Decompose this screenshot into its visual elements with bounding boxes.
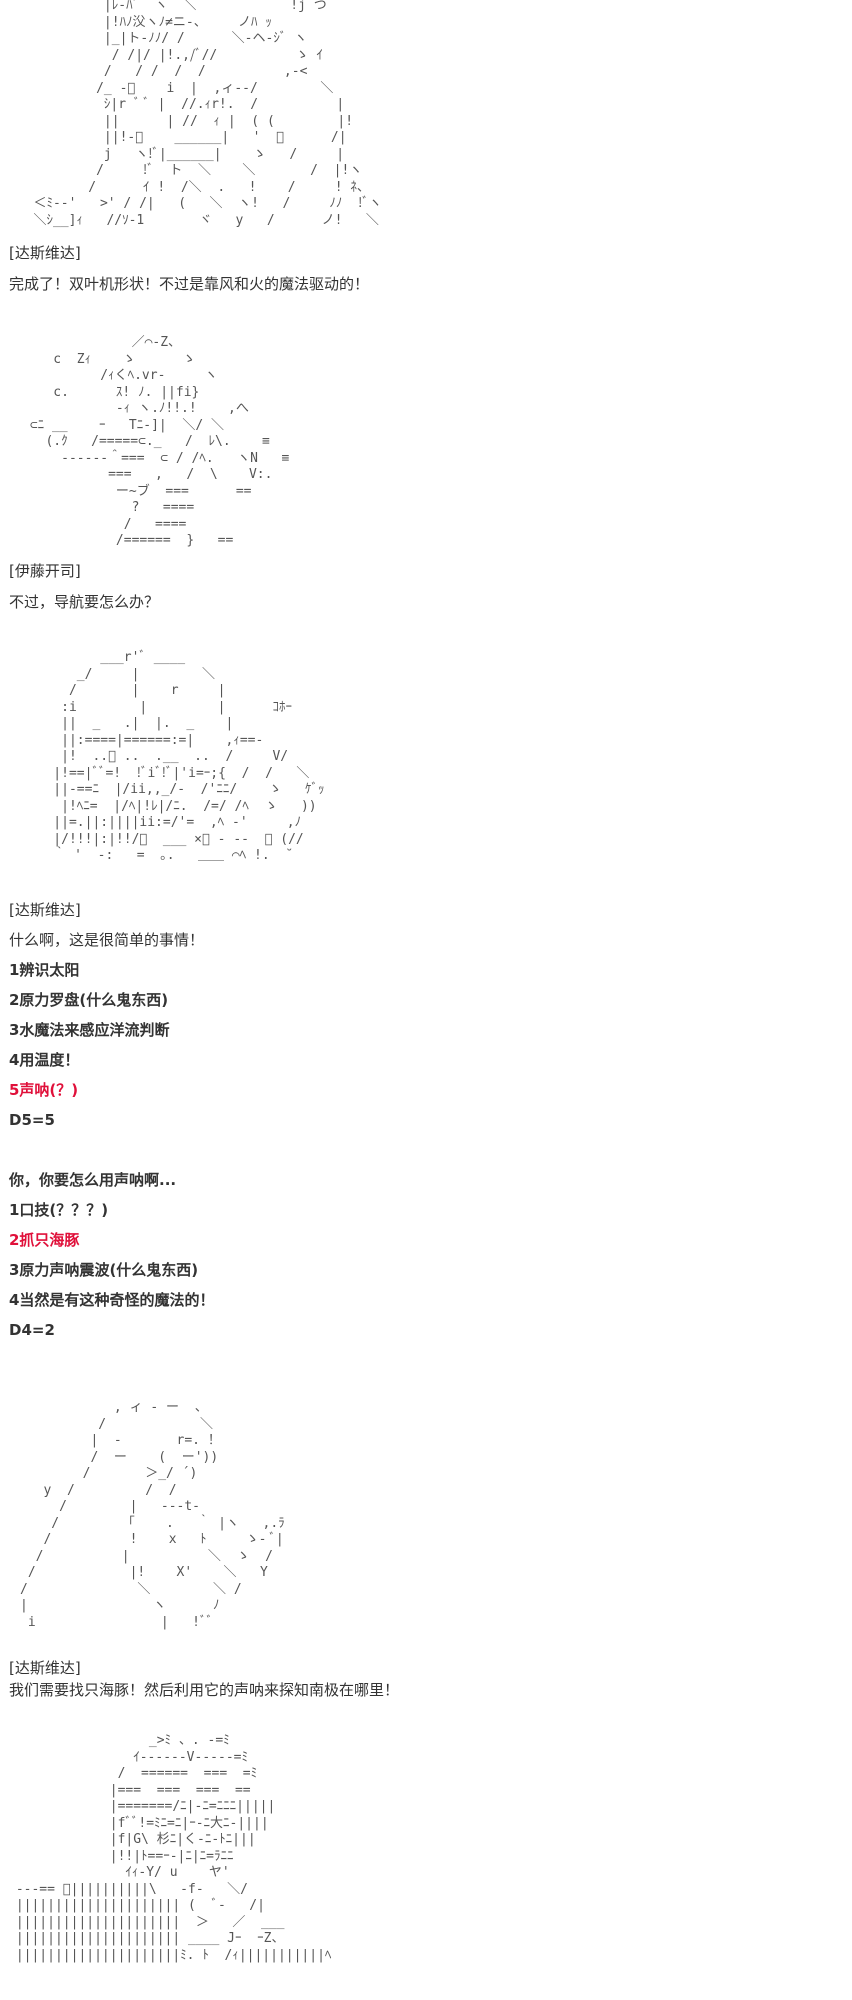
option: 1口技(？？？) [9, 1201, 109, 1219]
dice-roll: D4=2 [9, 1321, 55, 1339]
option: 3水魔法来感应洋流判断 [9, 1021, 170, 1039]
option: 4当然是有这种奇怪的魔法的！ [9, 1291, 215, 1309]
speaker-label: [达斯维达] [9, 244, 81, 262]
post-text: 什么啊，这是很简单的事情！ [9, 931, 205, 949]
post-text: 完成了！双叶机形状！不过是靠风和火的魔法驱动的！ [9, 275, 370, 293]
speaker-label: [达斯维达] [9, 901, 81, 919]
ascii-art-5: _>ﾐ 、. -=ﾐ ｲ------V-----=ﾐ / ====== === … [15, 1733, 332, 1963]
post-text: 不过，导航要怎么办？ [9, 593, 160, 611]
option: 3原力声呐震波(什么鬼东西) [9, 1261, 199, 1279]
option: 1辨识太阳 [9, 961, 80, 979]
option: 2原力罗盘(什么鬼东西) [9, 991, 169, 1009]
ascii-art-2: ／⌒-Z、 c Zｨ ゝ ゝ /ｨくﾍ.vr- ヽ c. ｽ! ﾉ. ||fi}… [29, 335, 290, 548]
dice-roll: D5=5 [9, 1111, 55, 1129]
speaker-label: [伊藤开司] [9, 562, 81, 580]
option: 4用温度！ [9, 1051, 80, 1069]
post-text: 你，你要怎么用声呐啊... [9, 1171, 177, 1189]
option-selected: 2抓只海豚 [9, 1231, 80, 1249]
post-text: 我们需要找只海豚！然后利用它的声呐来探知南极在哪里！ [9, 1681, 400, 1699]
ascii-art-4: , ィ ‐ ー 、 / ＼ | - r=. ！ / ー ( ー')) / ＞_/… [20, 1400, 285, 1630]
speaker-label: [达斯维达] [9, 1659, 81, 1677]
ascii-art-1: |ﾚ-ﾊﾞ ヽ ＼ !j つ |!ﾊﾉ㳇ヽﾉ≠ニ-、 ノﾊ ｯ |_|ト-ﾉﾉ/… [33, 0, 382, 228]
option-selected: 5声呐(？) [9, 1081, 79, 1099]
ascii-art-3: ___r'ﾞ ____ _/ | ＼ / | r | :i | | ｺﾎｰ ||… [53, 650, 325, 863]
